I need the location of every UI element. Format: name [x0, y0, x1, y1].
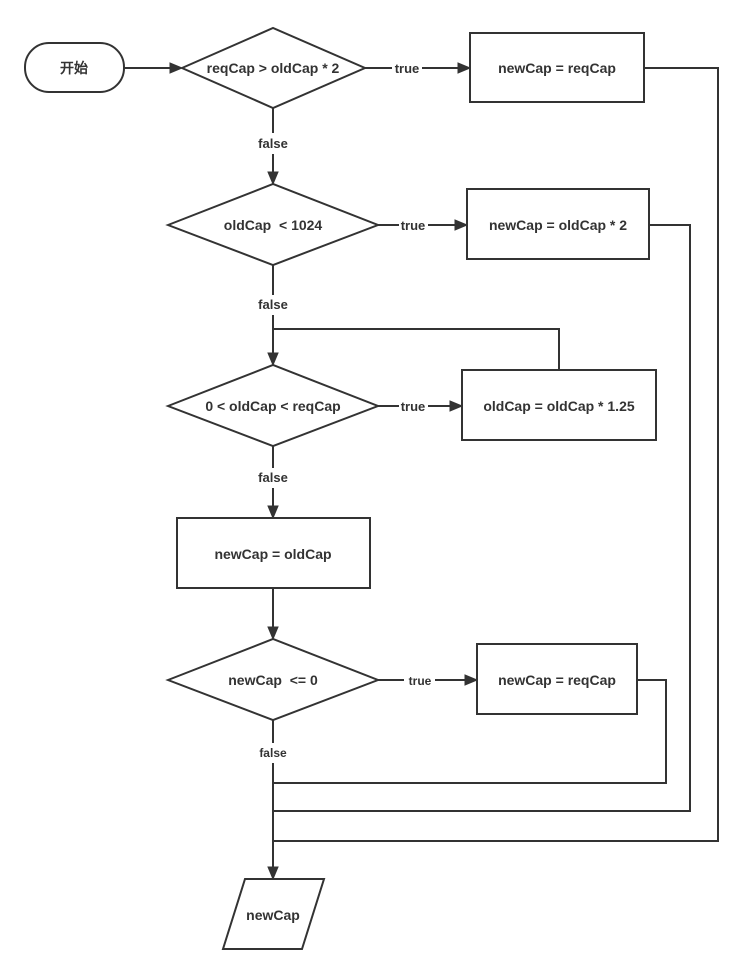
process-shape	[469, 32, 645, 103]
arrowhead	[267, 505, 279, 520]
node-cond4: newCap <= 0	[165, 637, 381, 722]
node-cond3: 0 < oldCap < reqCap	[165, 363, 381, 448]
arrowhead	[457, 62, 472, 74]
node-start: 开始	[24, 42, 125, 93]
arrowhead	[267, 866, 279, 881]
edge-proc1-return	[273, 67, 719, 842]
node-proc5-label: newCap = reqCap	[498, 672, 616, 688]
arrowhead	[169, 62, 184, 74]
node-proc2: newCap = oldCap * 2	[466, 188, 650, 260]
decision-shape	[165, 363, 381, 448]
arrowhead	[449, 400, 464, 412]
edge-label-c1-true: true	[395, 61, 420, 76]
node-proc2-label: newCap = oldCap * 2	[489, 217, 627, 233]
node-cond2-label: oldCap < 1024	[224, 217, 323, 233]
node-proc1-label: newCap = reqCap	[498, 60, 616, 76]
edge-loop-back	[273, 328, 560, 370]
node-start-label: 开始	[60, 60, 88, 76]
node-cond2: oldCap < 1024	[165, 182, 381, 267]
process-shape	[466, 188, 650, 260]
edge-label-c1-false: false	[258, 136, 288, 151]
edge-proc5-return	[273, 679, 667, 784]
terminator-shape	[24, 42, 125, 93]
io-shape	[221, 878, 326, 950]
node-proc3: oldCap = oldCap * 1.25	[461, 369, 657, 441]
node-proc4-label: newCap = oldCap	[214, 546, 331, 562]
edge-label-c2-true: true	[401, 218, 426, 233]
node-output: newCap	[221, 878, 326, 950]
process-shape	[176, 517, 371, 589]
edge-label-c4-true: true	[409, 674, 432, 688]
node-cond3-label: 0 < oldCap < reqCap	[205, 398, 340, 414]
edge-label-c3-false: false	[258, 470, 288, 485]
node-proc1: newCap = reqCap	[469, 32, 645, 103]
edge-label-c2-false: false	[258, 297, 288, 312]
edge-label-c4-false: false	[259, 746, 287, 760]
process-shape	[476, 643, 638, 715]
node-proc4: newCap = oldCap	[176, 517, 371, 589]
arrowhead	[267, 171, 279, 186]
edge-labels: true false true false true false true fa…	[258, 61, 431, 760]
process-shape	[461, 369, 657, 441]
node-output-label: newCap	[246, 907, 300, 923]
node-cond4-label: newCap <= 0	[228, 672, 318, 688]
edge-proc2-return	[273, 224, 691, 812]
decision-shape	[179, 26, 368, 110]
node-cond1-label: reqCap > oldCap * 2	[207, 60, 340, 76]
arrowhead	[267, 352, 279, 367]
decision-shape	[165, 182, 381, 267]
arrowhead	[464, 674, 479, 686]
decision-shape	[165, 637, 381, 722]
connectors	[124, 62, 719, 881]
node-proc3-label: oldCap = oldCap * 1.25	[483, 398, 635, 414]
node-proc5: newCap = reqCap	[476, 643, 638, 715]
edge-label-c3-true: true	[401, 399, 426, 414]
node-cond1: reqCap > oldCap * 2	[179, 26, 368, 110]
arrowhead	[267, 626, 279, 641]
arrowhead	[454, 219, 469, 231]
